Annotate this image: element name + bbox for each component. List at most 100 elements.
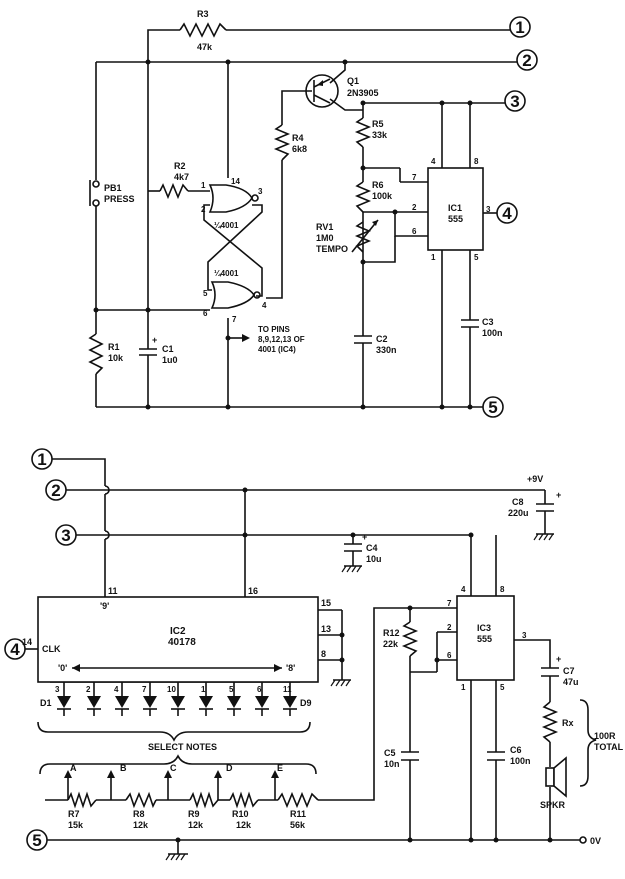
svg-text:14: 14 xyxy=(22,637,32,647)
svg-text:+: + xyxy=(152,335,157,345)
svg-text:C1: C1 xyxy=(162,344,174,354)
svg-text:3: 3 xyxy=(486,205,491,214)
nor-gate-2: ¼4001 5 6 4 7 xyxy=(203,269,267,324)
svg-text:11: 11 xyxy=(108,586,118,596)
potentiometer-rv1: RV1 1M0 TEMPO xyxy=(316,219,379,254)
svg-text:¼4001: ¼4001 xyxy=(214,221,239,230)
top-junctions xyxy=(93,59,473,410)
svg-text:11: 11 xyxy=(283,685,292,694)
svg-text:5: 5 xyxy=(203,289,208,298)
svg-text:555: 555 xyxy=(477,634,492,644)
svg-text:10: 10 xyxy=(167,685,176,694)
svg-text:4: 4 xyxy=(262,301,267,310)
transistor-q1: Q1 2N3905 xyxy=(305,74,379,108)
svg-text:1: 1 xyxy=(37,450,46,469)
total-brace: 100R TOTAL xyxy=(579,699,624,787)
svg-text:12k: 12k xyxy=(236,820,252,830)
resistor-r8: R8 12k xyxy=(125,791,157,830)
svg-text:RV1: RV1 xyxy=(316,222,333,232)
svg-text:+: + xyxy=(556,654,561,664)
resistor-rx: Rx xyxy=(541,701,574,743)
top-wiring xyxy=(95,29,517,408)
svg-text:3: 3 xyxy=(61,526,70,545)
svg-text:'9': '9' xyxy=(100,601,109,611)
svg-text:7: 7 xyxy=(232,315,237,324)
diode-d9 xyxy=(283,682,297,716)
svg-text:3: 3 xyxy=(522,631,527,640)
svg-text:12k: 12k xyxy=(133,820,149,830)
svg-text:6: 6 xyxy=(412,227,417,236)
tap-arrows: A B C D E xyxy=(64,763,283,800)
diode-pin-numbers: 3 2 4 7 10 1 5 6 11 xyxy=(55,685,292,694)
node-1-bottom: 1 xyxy=(31,448,53,470)
svg-text:3: 3 xyxy=(55,685,60,694)
svg-text:22k: 22k xyxy=(383,639,399,649)
node-2-bottom: 2 xyxy=(45,479,67,501)
svg-text:7: 7 xyxy=(447,599,452,608)
svg-text:3: 3 xyxy=(510,92,519,111)
select-notes-brace: SELECT NOTES xyxy=(37,721,317,775)
node-2-top: 2 xyxy=(516,49,538,71)
svg-text:8: 8 xyxy=(500,585,505,594)
svg-text:4: 4 xyxy=(502,204,512,223)
top-circuit: 1 2 3 4 5 xyxy=(88,9,538,418)
ic3-555-timer: IC3 555 4 8 7 2 6 3 1 5 xyxy=(447,585,527,692)
svg-text:40178: 40178 xyxy=(168,637,196,648)
svg-text:IC1: IC1 xyxy=(448,203,462,213)
svg-text:R8: R8 xyxy=(133,809,145,819)
svg-text:R2: R2 xyxy=(174,161,186,171)
svg-text:D9: D9 xyxy=(300,698,312,708)
svg-text:TEMPO: TEMPO xyxy=(316,244,348,254)
svg-text:C5: C5 xyxy=(384,748,396,758)
capacitor-c3: C3 100n xyxy=(461,317,503,338)
diode xyxy=(199,682,213,716)
svg-text:TOTAL: TOTAL xyxy=(594,742,624,752)
svg-text:R4: R4 xyxy=(292,133,304,143)
svg-text:6: 6 xyxy=(257,685,262,694)
svg-text:12k: 12k xyxy=(188,820,204,830)
svg-text:2: 2 xyxy=(51,481,60,500)
svg-text:C3: C3 xyxy=(482,317,494,327)
diode xyxy=(227,682,241,716)
pushbutton-pb1: PB1 PRESS xyxy=(89,180,135,207)
svg-text:SELECT NOTES: SELECT NOTES xyxy=(148,742,217,752)
svg-text:PB1: PB1 xyxy=(104,183,122,193)
svg-text:7: 7 xyxy=(142,685,147,694)
svg-text:2: 2 xyxy=(447,623,452,632)
ground-icon xyxy=(341,565,362,573)
ground-symbols xyxy=(165,533,554,861)
svg-text:1: 1 xyxy=(201,685,206,694)
svg-text:¼4001: ¼4001 xyxy=(214,269,239,278)
svg-text:4: 4 xyxy=(431,157,436,166)
svg-text:4: 4 xyxy=(114,685,119,694)
svg-text:10n: 10n xyxy=(384,759,400,769)
svg-text:8,9,12,13 OF: 8,9,12,13 OF xyxy=(258,335,305,344)
bottom-junctions xyxy=(175,487,587,844)
resistor-r4: R4 6k8 xyxy=(273,124,307,161)
resistor-r12: R12 22k xyxy=(383,621,419,657)
svg-text:Q1: Q1 xyxy=(347,76,359,86)
resistor-r10: R10 12k xyxy=(229,791,259,830)
svg-text:D1: D1 xyxy=(40,698,52,708)
svg-text:6: 6 xyxy=(203,309,208,318)
svg-text:330n: 330n xyxy=(376,345,397,355)
svg-text:+: + xyxy=(556,490,561,500)
svg-text:1: 1 xyxy=(515,18,524,37)
svg-text:8: 8 xyxy=(474,157,479,166)
capacitor-c8: + C8 220u xyxy=(508,490,561,518)
resistor-r6: R6 100k xyxy=(354,180,393,213)
zero-volt-label: 0V xyxy=(590,836,601,846)
ic2-counter: 11 16 '9' 15 14 CLK IC2 40178 13 8 '0' '… xyxy=(22,586,331,683)
svg-text:2: 2 xyxy=(201,205,206,214)
svg-text:R1: R1 xyxy=(108,342,120,352)
svg-text:5: 5 xyxy=(488,398,497,417)
svg-text:4: 4 xyxy=(10,640,20,659)
to-pins-note: TO PINS 8,9,12,13 OF 4001 (IC4) xyxy=(258,325,305,354)
diode xyxy=(255,682,269,716)
speaker-icon: SPKR xyxy=(540,756,567,810)
svg-text:R3: R3 xyxy=(197,9,209,19)
svg-text:14: 14 xyxy=(231,177,240,186)
svg-text:2: 2 xyxy=(522,51,531,70)
capacitor-c6: C6 100n xyxy=(487,745,531,766)
